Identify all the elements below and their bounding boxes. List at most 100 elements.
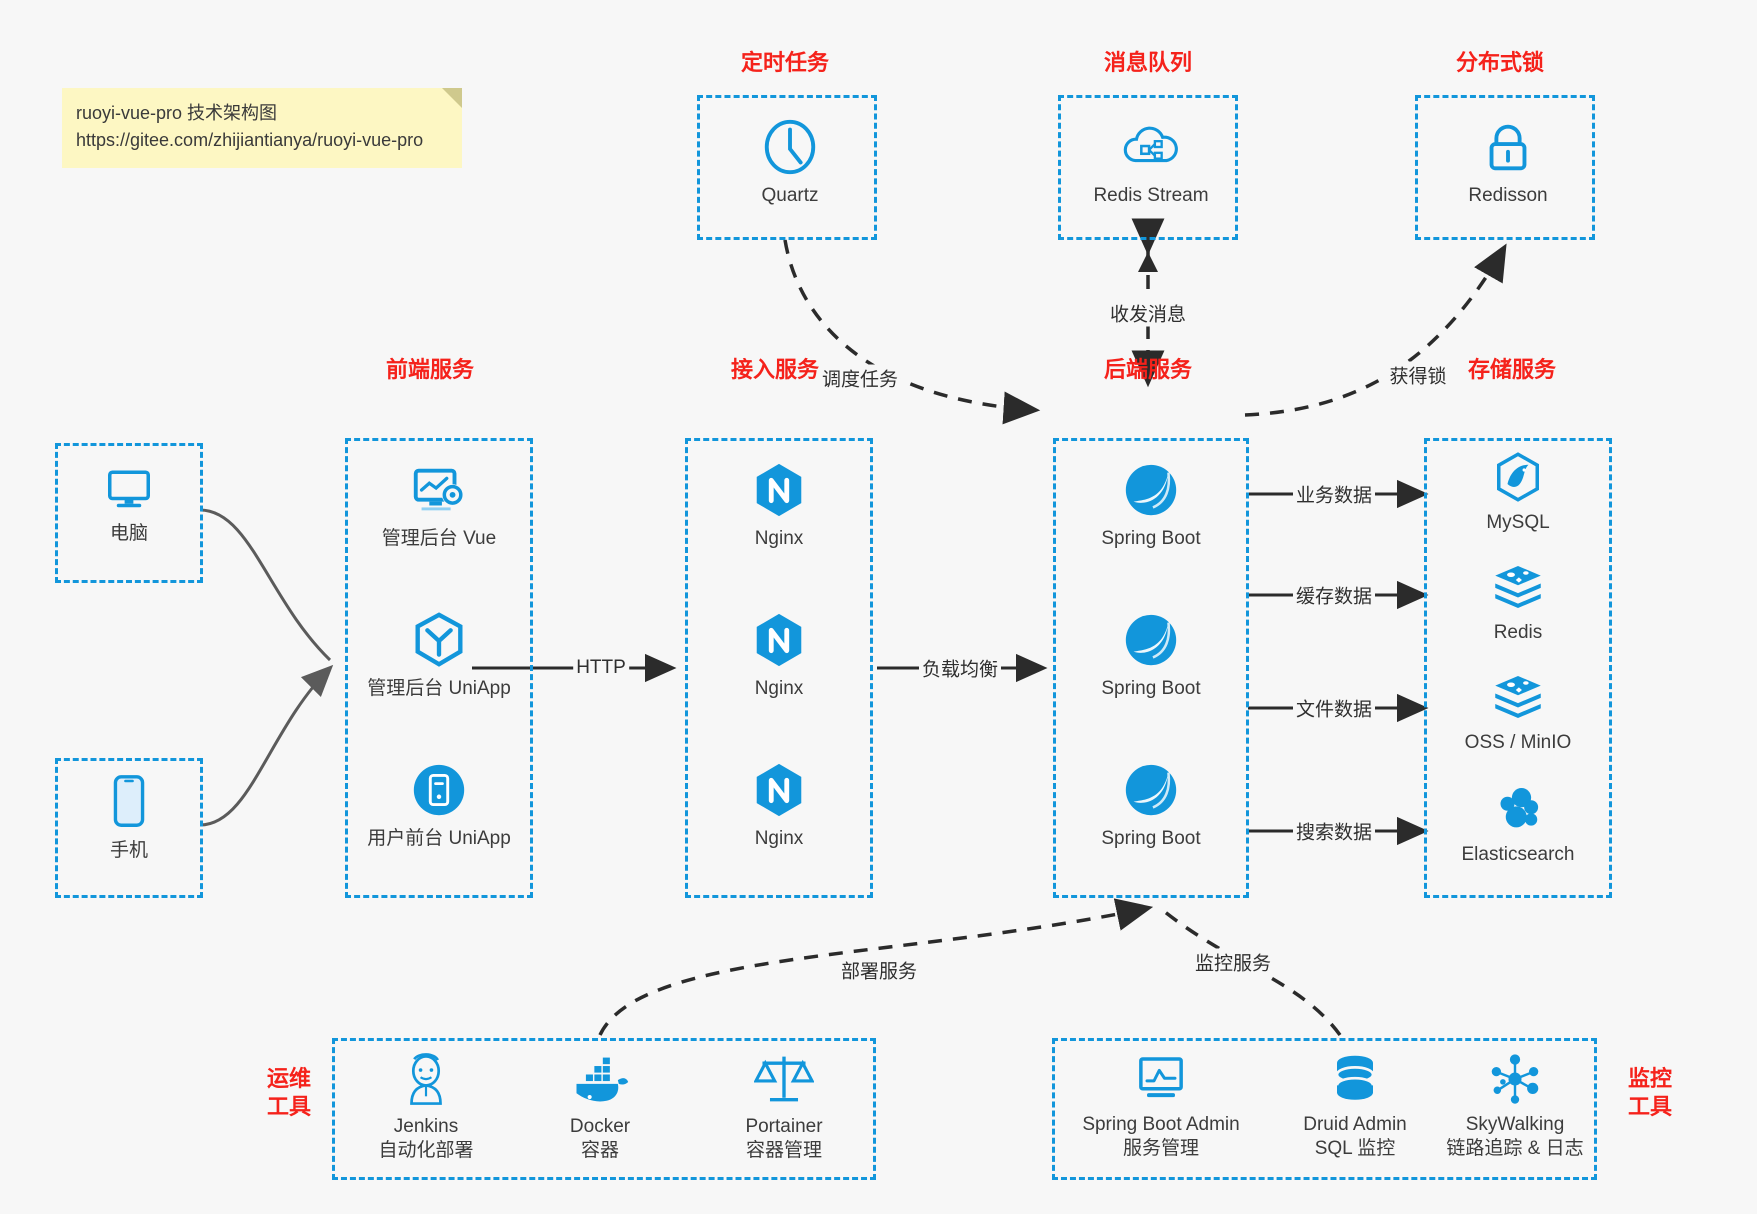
node-label: MySQL	[1486, 512, 1550, 533]
group-lock: Redisson	[1415, 95, 1595, 240]
lock-icon	[1477, 116, 1539, 178]
node-label: Jenkins	[393, 1116, 459, 1137]
database-icon	[1329, 1053, 1381, 1107]
node-docker[interactable]: Docker 容器	[525, 1055, 675, 1163]
node-label: Portainer	[745, 1116, 823, 1137]
node-sublabel: SQL 监控	[1314, 1137, 1396, 1159]
node-elasticsearch[interactable]: Elasticsearch	[1427, 781, 1609, 867]
node-spring-boot-2[interactable]: Spring Boot	[1056, 609, 1246, 701]
node-redis[interactable]: Redis	[1427, 559, 1609, 645]
node-label: Docker	[569, 1116, 631, 1137]
node-label: SkyWalking	[1465, 1114, 1565, 1135]
node-label: Nginx	[754, 528, 804, 549]
node-sublabel: 链路追踪 & 日志	[1446, 1137, 1584, 1159]
edge-label-acquire-lock: 获得锁	[1386, 361, 1450, 389]
spring-boot-icon	[1120, 609, 1182, 671]
phone-icon	[101, 771, 157, 833]
node-label: 用户前台 UniApp	[367, 828, 511, 849]
node-jenkins[interactable]: Jenkins 自动化部署	[351, 1051, 501, 1163]
node-user-uniapp[interactable]: 用户前台 UniApp	[348, 759, 530, 851]
node-label: Redis	[1493, 622, 1543, 643]
node-label: Spring Boot	[1101, 528, 1201, 549]
clock-icon	[759, 116, 821, 178]
node-nginx-2[interactable]: Nginx	[688, 609, 870, 701]
edge-label-business-data: 业务数据	[1292, 480, 1376, 508]
skywalking-icon	[1487, 1053, 1543, 1107]
edge-label-monitor-service: 监控服务	[1191, 948, 1275, 976]
node-admin-uniapp[interactable]: 管理后台 UniApp	[348, 609, 530, 701]
group-mq: Redis Stream	[1058, 95, 1238, 240]
group-storage: MySQL Redis	[1424, 438, 1612, 898]
spring-boot-icon	[1120, 459, 1182, 521]
node-label: Spring Boot Admin	[1082, 1114, 1240, 1135]
node-label: Spring Boot	[1101, 678, 1201, 699]
mysql-icon	[1490, 449, 1546, 505]
scales-icon	[753, 1051, 815, 1109]
group-monitoring: Spring Boot Admin 服务管理 Druid Admin SQL 监…	[1052, 1038, 1597, 1180]
oss-icon	[1490, 669, 1546, 725]
edge-label-http: HTTP	[573, 657, 629, 679]
node-label: Redisson	[1468, 185, 1548, 206]
node-redis-stream[interactable]: Redis Stream	[1061, 116, 1241, 208]
node-spring-boot-1[interactable]: Spring Boot	[1056, 459, 1246, 551]
jenkins-icon	[398, 1051, 454, 1109]
node-nginx-3[interactable]: Nginx	[688, 759, 870, 851]
node-label: Quartz	[761, 185, 819, 206]
dashboard-icon	[408, 459, 470, 521]
node-phone[interactable]: 手机	[58, 771, 200, 863]
node-oss-minio[interactable]: OSS / MinIO	[1427, 669, 1609, 755]
nginx-icon	[748, 609, 810, 671]
group-title-mq: 消息队列	[1103, 50, 1192, 75]
spring-boot-icon	[1120, 759, 1182, 821]
redis-icon	[1490, 559, 1546, 615]
node-skywalking[interactable]: SkyWalking 链路追踪 & 日志	[1430, 1053, 1600, 1161]
node-spring-boot-admin[interactable]: Spring Boot Admin 服务管理	[1061, 1053, 1261, 1161]
note-title: ruoyi-vue-pro 技术架构图	[76, 103, 278, 123]
devops-title-line1: 运维	[266, 1066, 311, 1091]
edge-label-send-receive-message: 收发消息	[1106, 299, 1190, 327]
edge-label-load-balance: 负载均衡	[918, 654, 1002, 682]
group-title-frontend: 前端服务	[385, 357, 474, 382]
node-label: 手机	[109, 840, 148, 861]
edge-label-cache-data: 缓存数据	[1292, 581, 1376, 609]
node-redisson[interactable]: Redisson	[1418, 116, 1598, 208]
group-title-backend: 后端服务	[1103, 357, 1192, 382]
elasticsearch-icon	[1490, 781, 1546, 837]
group-backend: Spring Boot Spring Boot Spring Boot	[1053, 438, 1249, 898]
node-quartz[interactable]: Quartz	[700, 116, 880, 208]
mobile-app-icon	[408, 759, 470, 821]
group-devops: Jenkins 自动化部署	[332, 1038, 876, 1180]
edge-label-search-data: 搜索数据	[1292, 817, 1376, 845]
node-label: 管理后台 Vue	[381, 528, 497, 549]
group-gateway: Nginx Nginx Nginx	[685, 438, 873, 898]
group-title-devops: 运维 工具	[252, 1065, 326, 1120]
group-title-monitoring: 监控 工具	[1613, 1065, 1687, 1120]
group-client-phone: 手机	[55, 758, 203, 898]
node-desktop[interactable]: 电脑	[58, 460, 200, 546]
node-sublabel: 容器	[580, 1139, 619, 1161]
node-sublabel: 自动化部署	[378, 1139, 474, 1161]
node-portainer[interactable]: Portainer 容器管理	[705, 1051, 863, 1163]
node-label: Druid Admin	[1303, 1114, 1407, 1135]
node-label: Elasticsearch	[1461, 844, 1575, 865]
node-label: 电脑	[109, 523, 148, 544]
node-label: Nginx	[754, 678, 804, 699]
group-scheduler: Quartz	[697, 95, 877, 240]
cube-icon	[408, 609, 470, 671]
nginx-icon	[748, 759, 810, 821]
edge-label-deploy-service: 部署服务	[837, 956, 921, 984]
node-mysql[interactable]: MySQL	[1427, 449, 1609, 535]
devops-title-line2: 工具	[266, 1093, 311, 1119]
group-title-gateway: 接入服务	[730, 357, 819, 382]
monitor-chart-icon	[1133, 1053, 1189, 1107]
node-nginx-1[interactable]: Nginx	[688, 459, 870, 551]
node-admin-vue[interactable]: 管理后台 Vue	[348, 459, 530, 551]
nginx-icon	[748, 459, 810, 521]
group-title-lock: 分布式锁	[1455, 50, 1544, 75]
node-spring-boot-3[interactable]: Spring Boot	[1056, 759, 1246, 851]
node-label: Spring Boot	[1101, 828, 1201, 849]
node-label: 管理后台 UniApp	[367, 678, 511, 699]
node-label: OSS / MinIO	[1464, 732, 1572, 753]
node-druid-admin[interactable]: Druid Admin SQL 监控	[1275, 1053, 1435, 1161]
edge-label-schedule-task: 调度任务	[818, 364, 902, 392]
